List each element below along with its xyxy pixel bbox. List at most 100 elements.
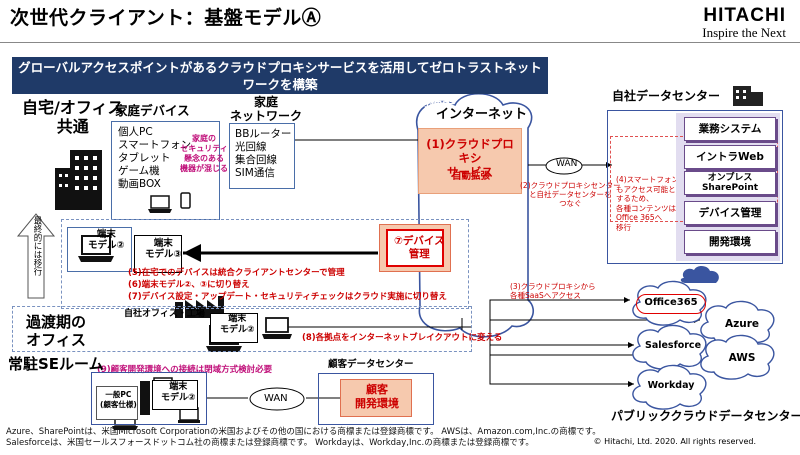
laptop-icon: [262, 317, 292, 339]
transition-heading: 過渡期の オフィス: [26, 313, 86, 349]
note-line: するため、: [616, 194, 654, 203]
device-item: ゲーム機: [118, 165, 160, 177]
label-line: ⑦デバイス: [394, 235, 445, 247]
home-network-box: [229, 123, 295, 189]
customer-env-box: [340, 379, 412, 417]
heading-line: 共通: [56, 117, 89, 136]
brand-logo: HITACHI: [703, 5, 786, 26]
laptop-icon: [148, 195, 172, 213]
home-device-list: 個人PC スマートフォン タブレット ゲーム機 動画BOX: [118, 126, 191, 191]
note-line: (2)クラウドプロキシセンター: [520, 181, 621, 190]
home-network-heading: 家庭 ネットワーク: [230, 95, 302, 123]
migration-note: 最終的には移行: [32, 216, 42, 276]
home-device-heading: 家庭デバイス: [115, 103, 190, 118]
transition-zone-dashed: [12, 306, 472, 352]
cloud-proxy-title: (1)クラウドプロキシ サービス: [424, 137, 516, 179]
note-line: Office 365へ: [616, 213, 663, 222]
cloud-shape-workday: [632, 364, 707, 410]
note-line: 移行: [616, 222, 631, 232]
label-line: モデル②: [220, 325, 255, 335]
device-mgmt-label: ⑦デバイス 管理: [394, 235, 445, 261]
customer-dc-box: [318, 373, 434, 425]
note-4: (4)スマートフォン もアクセス可能と するため、 各種コンテンツは Offic…: [616, 175, 679, 232]
system-business: 業務システム: [684, 117, 776, 141]
cloud-proxy-box: [418, 128, 522, 194]
label-line: 顧客: [366, 383, 388, 396]
cloud-shape-salesforce: [632, 324, 707, 370]
network-item: 光回線: [235, 141, 267, 153]
wan-ellipse-bottom: [249, 387, 305, 411]
page-title: 次世代クライアント：基盤モデルⒶ: [10, 7, 322, 29]
note-9: (9)顧客開発環境への接続は閉域方式検討必要: [97, 365, 273, 375]
system-intranet: イントラWeb: [684, 145, 776, 169]
label-line: 開発環境: [355, 397, 399, 410]
heading-line: オフィス: [26, 331, 86, 349]
auto-scale-label: 自動拡張: [452, 171, 491, 182]
note-line: と自社データセンターを: [529, 190, 612, 199]
internet-label: インターネット: [436, 107, 528, 122]
footnote-line: Azure、SharePointは、米国Microsoft Corporatio…: [6, 427, 601, 437]
banner-line: 各拠点もインターネットブレイクアウトでネットワーク再構築: [105, 94, 455, 109]
banner: グローバルアクセスポイントがあるクラウドプロキシサービスを活用してゼロトラストネ…: [12, 57, 548, 109]
wan-ellipse-top: [545, 157, 583, 175]
note-5: (5)在宅でのデバイスは統合クライアントセンターで管理: [128, 268, 345, 278]
device-mgmt-box: [386, 229, 444, 267]
note-line: (4)スマートフォン: [616, 175, 679, 184]
terminal-model3-label: 端末 モデル③: [145, 238, 182, 260]
note-line: 家庭の: [192, 134, 216, 143]
device-item: タブレット: [118, 152, 171, 164]
datacenter-outer-box: [607, 110, 783, 264]
cloud-azure: Azure: [724, 318, 759, 330]
banner-line: グローバルアクセスポイントがあるクラウドプロキシサービスを活用してゼロトラストネ…: [18, 60, 542, 92]
wan-label-top: WAN: [556, 159, 578, 169]
label-line: モデル③: [145, 249, 182, 260]
site-label: 自社オフィス・工場: [124, 309, 205, 319]
copyright: © Hitachi, Ltd. 2020. All rights reserve…: [593, 437, 756, 446]
cloud-office365: Office365: [644, 297, 698, 308]
migration-arrow-shape: [16, 213, 56, 299]
customer-env-label: 顧客 開発環境: [355, 383, 399, 411]
note-line: 各種コンテンツは: [616, 203, 676, 213]
office365-highlight: [636, 294, 706, 314]
home-zone-dashed: [61, 219, 469, 309]
heading-line: 過渡期の: [26, 313, 87, 331]
network-item: BBルーター: [235, 128, 292, 140]
label-line: モデル②: [161, 393, 196, 403]
system-device-mgmt: デバイス管理: [684, 201, 776, 225]
public-cloud-label: パブリッククラウドデータセンター: [611, 409, 800, 423]
laptop-icon: [78, 235, 114, 262]
security-note: 家庭の セキュリティ 懸念のある 機器が混じる: [180, 134, 228, 174]
note-3: (3)クラウドプロキシから 各種SaaSへアクセス: [510, 282, 596, 300]
terminal-model2-home-box: [67, 227, 132, 272]
note-line: つなぐ: [559, 199, 582, 208]
resident-box: [91, 372, 207, 425]
system-dev-env: 開発環境: [684, 230, 776, 254]
note-line: もアクセス可能と: [616, 184, 676, 194]
cloud-salesforce: Salesforce: [644, 340, 702, 351]
device-item: スマートフォン: [118, 139, 192, 151]
note-line: セキュリティ: [180, 144, 228, 153]
heading-line: 家庭: [254, 95, 279, 109]
note-line: 懸念のある: [184, 154, 224, 163]
terminal-model2-label: 端末 モデル②: [88, 229, 125, 251]
cloud-shape-aws: [700, 334, 775, 380]
cloud-aws: AWS: [728, 352, 756, 364]
home-office-heading: 自宅/オフィス 共通: [22, 98, 124, 136]
note-line: 各種SaaSへアクセス: [510, 291, 581, 300]
device-item: 動画BOX: [118, 178, 161, 190]
label-line: 端末: [228, 314, 247, 324]
label-line: 端末: [96, 229, 116, 240]
factory-icon: [185, 296, 224, 318]
cloud-workday: Workday: [647, 380, 695, 391]
home-network-list: BBルーター 光回線 集合回線 SIM通信: [235, 128, 291, 180]
terminal-transition-box: [210, 313, 258, 343]
system-sharepoint: オンプレス SharePoint: [684, 171, 776, 195]
note-8: (8)各拠点をインターネットブレイクアウトに変える: [302, 333, 503, 343]
network-item: 集合回線: [235, 154, 277, 166]
brand-tagline: Inspire the Next: [702, 25, 786, 40]
smartphone-icon: [180, 192, 191, 209]
customer-dc-label: 顧客データセンター: [328, 359, 414, 370]
datacenter-building-icon: [733, 86, 763, 106]
title-line: サービス: [447, 165, 493, 179]
